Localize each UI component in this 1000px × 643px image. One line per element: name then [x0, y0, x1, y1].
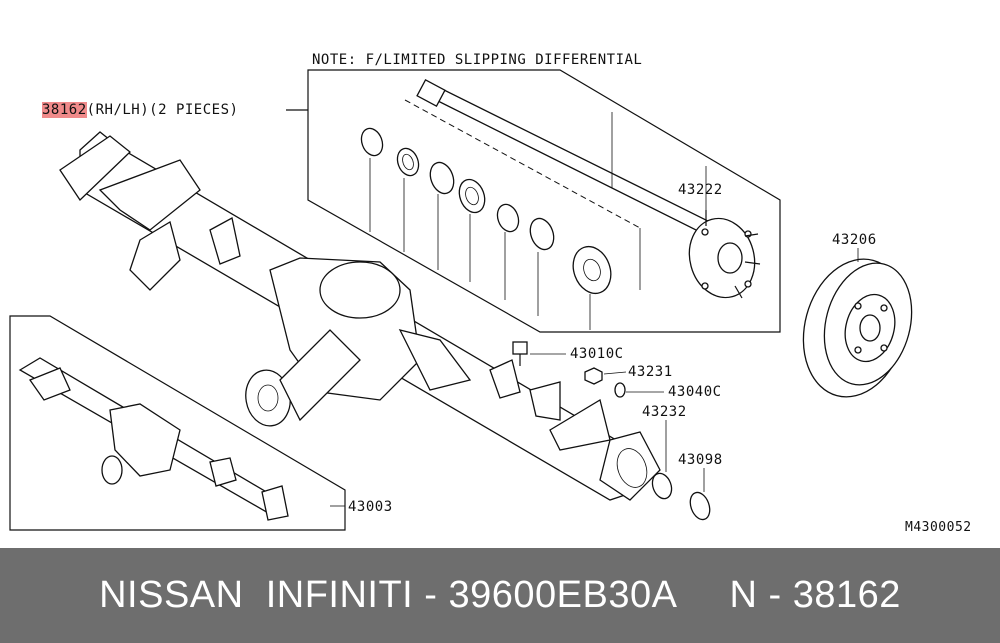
nut-icon: [584, 367, 627, 385]
parts-diagram: NOTE: F/LIMITED SLIPPING DIFFERENTIAL 38…: [9, 52, 972, 535]
note-frame: [307, 69, 781, 333]
diagram-code: M4300052: [905, 520, 972, 535]
note-label: NOTE: F/LIMITED SLIPPING DIFFERENTIAL: [312, 52, 643, 68]
footer-brand-partno: NISSAN INFINITI - 39600EB30A: [99, 574, 678, 616]
highlighted-part-number: 38162: [42, 102, 87, 118]
callout-43206: 43206: [832, 232, 877, 248]
callout-38162: 38162(RH/LH)(2 PIECES): [42, 102, 238, 118]
seal-icon: [689, 468, 711, 521]
callout-43010C: 43010C: [570, 346, 624, 362]
diagram-drawing: [9, 69, 913, 531]
callout-38162-suffix: (RH/LH)(2 PIECES): [86, 102, 239, 118]
axle-housing-icon: [59, 131, 661, 501]
bearing-set-icon: [360, 127, 612, 295]
washer-icon: [614, 382, 664, 398]
callout-43098: 43098: [678, 452, 723, 468]
breather-icon: [512, 341, 566, 366]
callout-43222: 43222: [678, 182, 723, 198]
callout-43003: 43003: [348, 499, 393, 515]
gasket-icon: [651, 420, 673, 500]
assembly-inset-frame: [9, 315, 346, 531]
axle-shaft-icon: [404, 79, 761, 299]
callout-43231: 43231: [628, 364, 673, 380]
callout-43040C: 43040C: [668, 384, 722, 400]
footer-banner: NISSAN INFINITI - 39600EB30A N - 38162: [0, 548, 1000, 643]
brake-disc-icon: [802, 258, 913, 398]
footer-ref: N - 38162: [729, 574, 901, 616]
axle-assembly-icon: [18, 357, 289, 521]
bearing-leaders: [369, 158, 641, 330]
callout-43232: 43232: [642, 404, 687, 420]
